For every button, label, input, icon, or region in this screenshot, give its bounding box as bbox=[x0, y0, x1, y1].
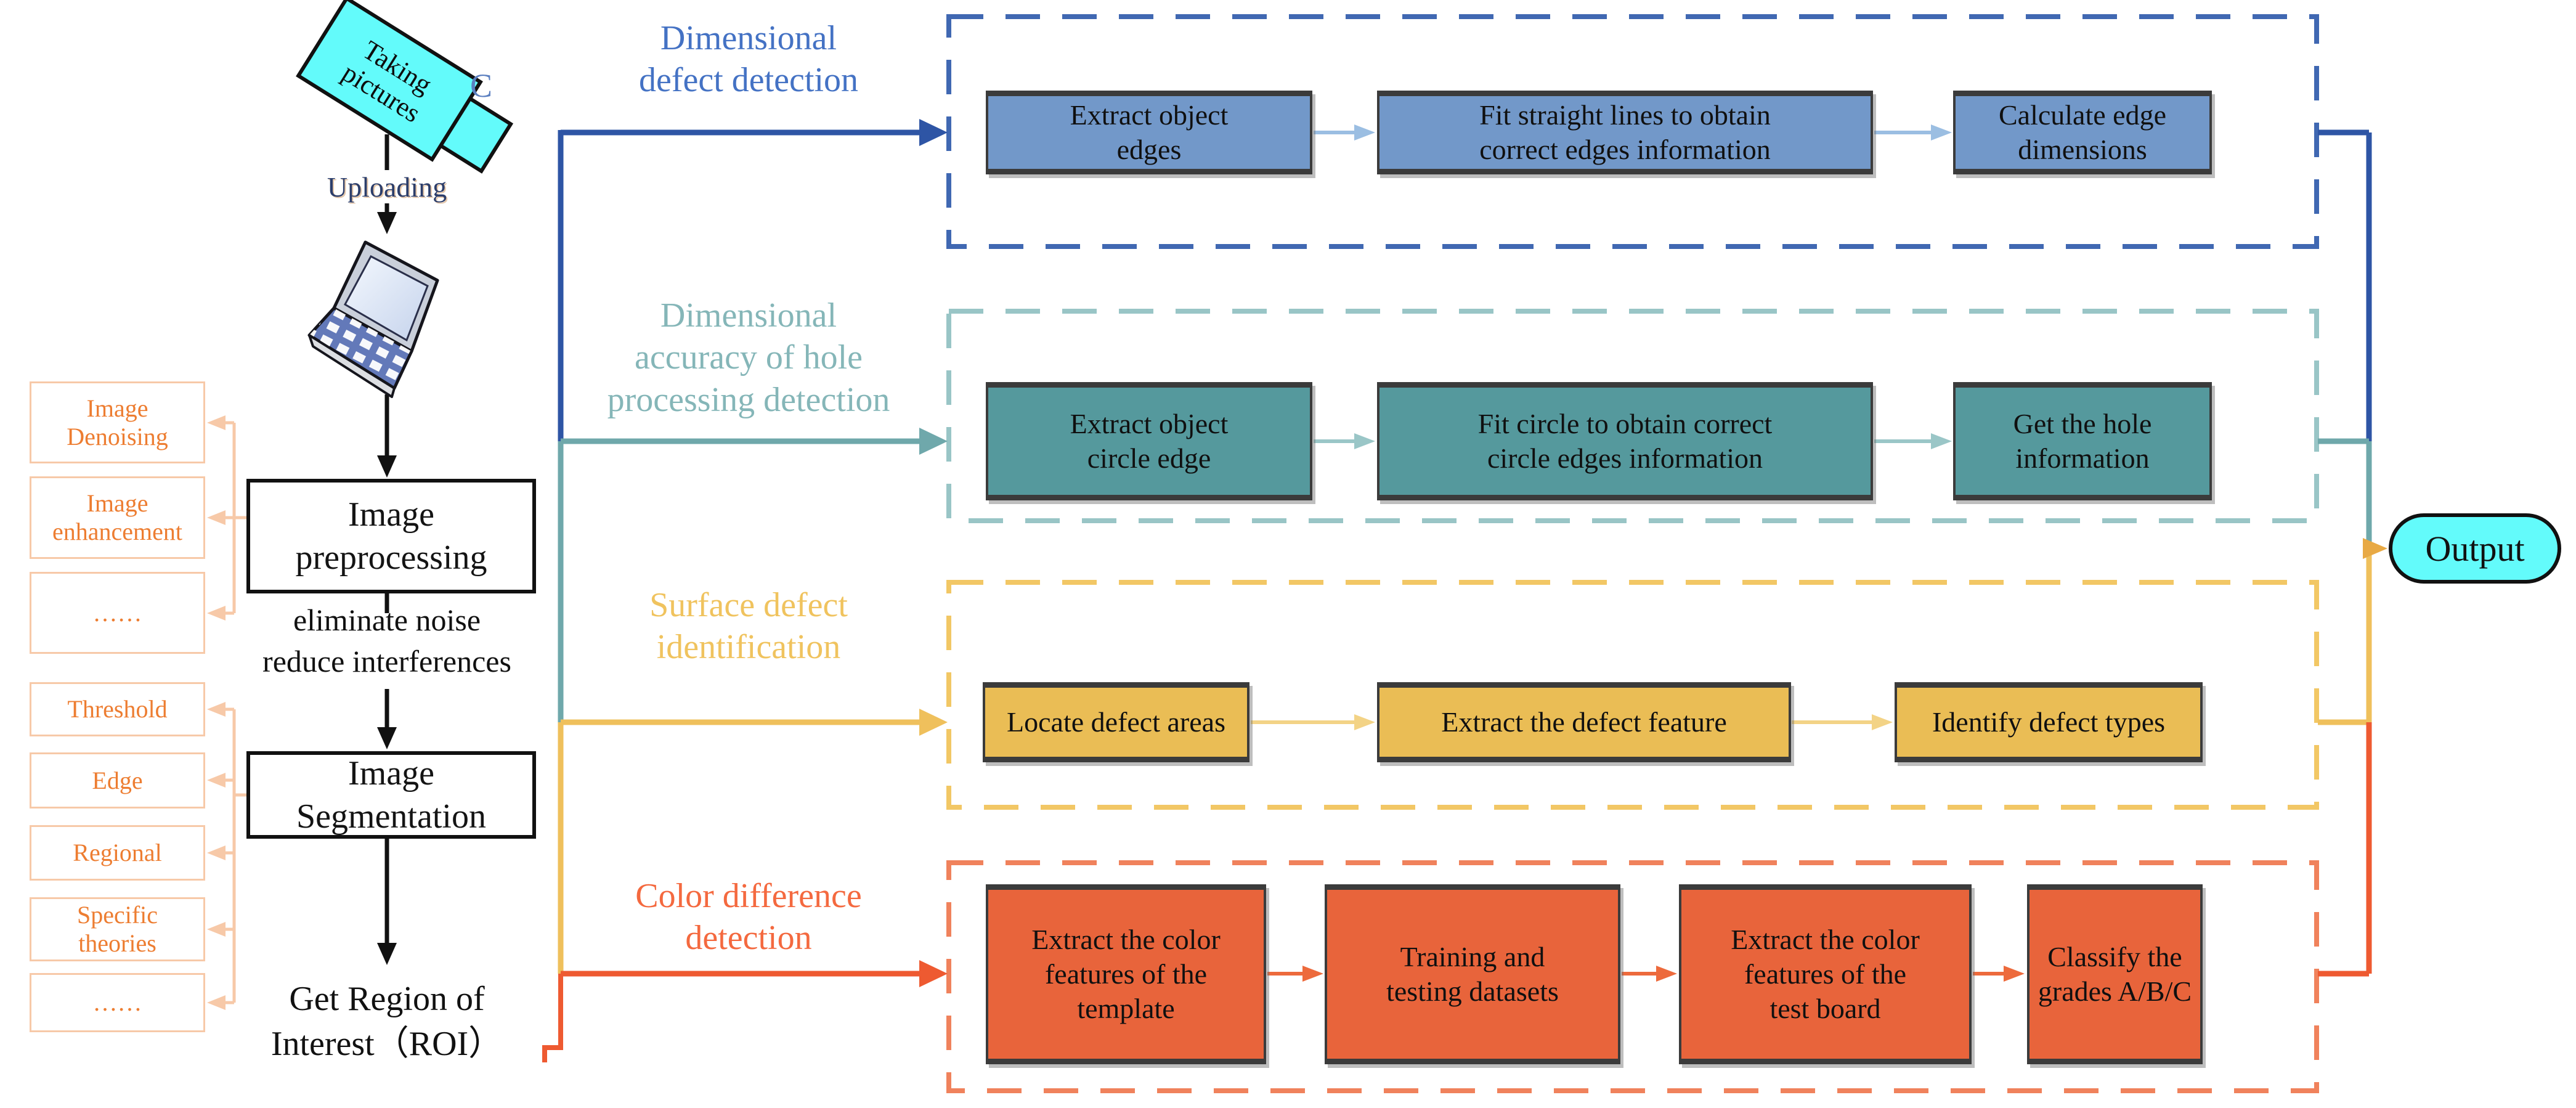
row2-step-fit-circle: Fit circle to obtain correct circle edge… bbox=[1377, 382, 1873, 500]
camera-label: Taking pictures bbox=[336, 35, 437, 129]
side-arrowheads bbox=[207, 415, 226, 1010]
row4-step-extract-color-template: Extract the color features of the templa… bbox=[986, 884, 1266, 1064]
side-box-image-enhancement: Image enhancement bbox=[30, 476, 205, 559]
trunk-orange-segment bbox=[542, 974, 563, 1062]
row2-dashed-container bbox=[946, 309, 2319, 523]
image-preprocessing-box: Image preprocessing bbox=[246, 479, 536, 593]
preprocessing-note: eliminate noise reduce interferences bbox=[262, 602, 511, 679]
side-box-preprocessing-ellipsis: …… bbox=[30, 572, 205, 654]
side-box-threshold: Threshold bbox=[30, 682, 205, 736]
row2-label: Dimensional accuracy of hole processing … bbox=[607, 296, 890, 419]
side-box-edge: Edge bbox=[30, 752, 205, 809]
row1-step-arrowheads bbox=[1354, 124, 1952, 141]
image-segmentation-box: Image Segmentation bbox=[246, 751, 536, 839]
collector-lines bbox=[2318, 129, 2372, 977]
row3-step-extract-defect-feature: Extract the defect feature bbox=[1377, 682, 1791, 762]
camera-icon bbox=[296, 0, 514, 174]
row3-step-locate-defect-areas: Locate defect areas bbox=[983, 682, 1249, 762]
row2-step-arrowheads bbox=[1354, 433, 1952, 449]
branch-lines bbox=[561, 129, 920, 977]
roi-label: Get Region of Interest（ROI） bbox=[270, 980, 503, 1063]
row3-dashed-container bbox=[946, 580, 2319, 810]
row1-dashed-container bbox=[946, 14, 2319, 249]
side-box-image-denoising: Image Denoising bbox=[30, 381, 205, 463]
row4-step-training-testing-datasets: Training and testing datasets bbox=[1325, 884, 1620, 1064]
camera-tag: C bbox=[470, 67, 493, 104]
side-box-specific-theories: Specific theories bbox=[30, 897, 205, 961]
row4-dashed-container bbox=[946, 860, 2319, 1093]
row1-label: Dimensional defect detection bbox=[638, 19, 858, 100]
branch-arrowheads bbox=[919, 119, 948, 987]
laptop-icon bbox=[307, 240, 439, 398]
side-box-segmentation-ellipsis: …… bbox=[30, 973, 205, 1032]
row3-label: Surface defect identification bbox=[649, 586, 848, 667]
row3-step-arrowheads bbox=[1354, 714, 1893, 730]
row4-step-extract-color-test-board: Extract the color features of the test b… bbox=[1679, 884, 1972, 1064]
uploading-label: Uploading bbox=[313, 170, 461, 203]
row4-step-arrowheads bbox=[1302, 966, 2025, 982]
side-box-regional: Regional bbox=[30, 825, 205, 881]
row4-step-classify-grades: Classify the grades A/B/C bbox=[2027, 884, 2203, 1064]
output-arrowhead bbox=[2363, 538, 2387, 559]
black-arrowheads bbox=[377, 212, 397, 965]
output-node: Output bbox=[2389, 513, 2561, 584]
row1-step-calculate-edge-dimensions: Calculate edge dimensions bbox=[1953, 91, 2212, 174]
row3-step-identify-defect-types: Identify defect types bbox=[1895, 682, 2203, 762]
row1-step-extract-object-edges: Extract object edges bbox=[986, 91, 1312, 174]
row1-step-fit-straight-lines: Fit straight lines to obtain correct edg… bbox=[1377, 91, 1873, 174]
row2-step-extract-circle-edge: Extract object circle edge bbox=[986, 382, 1312, 500]
row4-label: Color difference detection bbox=[635, 877, 862, 958]
row2-step-get-hole-information: Get the hole information bbox=[1953, 382, 2212, 500]
